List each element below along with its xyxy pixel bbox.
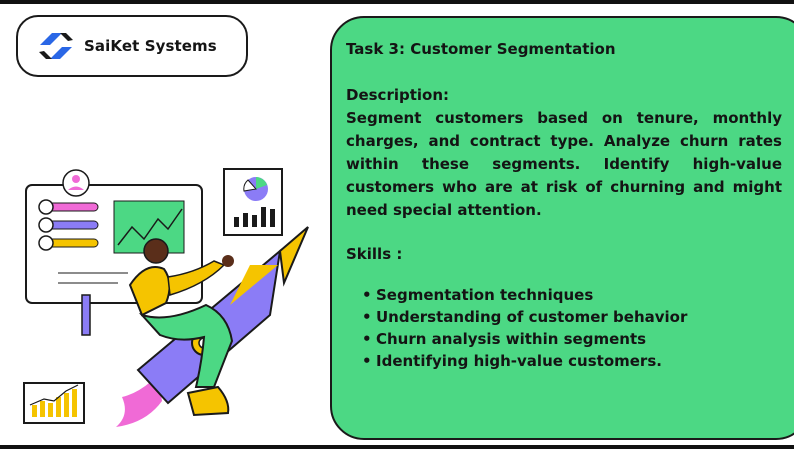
top-border [0,0,794,4]
brand-logo-box: SaiKet Systems [16,15,248,77]
task-title: Task 3: Customer Segmentation [346,40,616,58]
pie-bar-chart-card-icon [223,168,283,236]
skill-item: Churn analysis within segments [362,328,790,350]
skill-item: Identifying high-value customers. [362,350,790,372]
task-description-card: Task 3: Customer Segmentation Descriptio… [330,16,794,440]
description-heading: Description: [346,86,450,104]
business-rocket-illustration [23,168,309,427]
skills-heading: Skills : [346,245,403,263]
dashboard-board-icon [25,169,203,336]
skill-item: Understanding of customer behavior [362,306,790,328]
brand-name: SaiKet Systems [84,37,217,55]
bottom-border [0,445,794,449]
person-riding-rocket-icon [128,238,234,417]
growth-bar-chart-icon [23,382,85,424]
description-text: Segment customers based on tenure, month… [346,109,782,219]
skill-item: Segmentation techniques [362,284,790,306]
skills-list: Segmentation techniques Understanding of… [346,284,790,372]
saiket-logo-icon [39,33,73,59]
